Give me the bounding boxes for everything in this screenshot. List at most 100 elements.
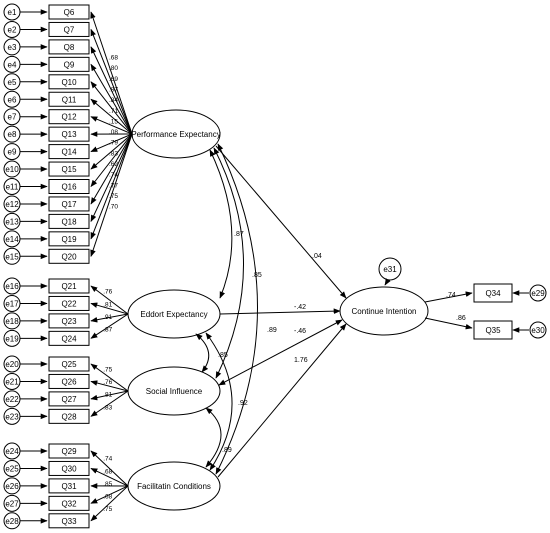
latent-label: Performance Expectancy	[131, 130, 220, 139]
indicator-box	[48, 330, 90, 346]
error-label: e9	[8, 148, 17, 157]
error-label: e16	[5, 282, 19, 291]
indicator-box	[48, 478, 90, 494]
corr-value: .92	[238, 400, 248, 407]
loading-q34: .74	[446, 292, 456, 299]
indicator-box	[48, 460, 90, 476]
error-term	[3, 38, 21, 56]
indicator-box	[48, 21, 90, 37]
indicator-label: Q15	[61, 165, 77, 174]
indicator-box	[48, 91, 90, 107]
error-label: e22	[5, 395, 19, 404]
indicator-label: Q35	[485, 326, 501, 335]
path-pe-ci	[215, 145, 347, 299]
indicator-label: Q9	[64, 60, 75, 69]
error-label: e3	[8, 43, 17, 52]
disturbance-e31: e31	[378, 257, 402, 281]
loading-value: .83	[103, 404, 112, 411]
error-label: e12	[5, 200, 19, 209]
error-label: e24	[5, 447, 19, 456]
indicator-box	[48, 179, 90, 194]
indicator-label: Q10	[61, 78, 77, 87]
error-term	[3, 20, 21, 38]
corr-value: .87	[234, 231, 244, 238]
corr-value: .89	[222, 447, 232, 454]
loading-value: .75	[109, 193, 118, 200]
error-label: e23	[5, 412, 19, 421]
indicator-label: Q24	[61, 334, 77, 343]
indicator-label: Q29	[61, 447, 77, 456]
indicator-label: Q26	[61, 377, 77, 386]
error-term	[3, 230, 21, 248]
loading-value: .83	[109, 150, 118, 157]
indicator-box	[48, 4, 90, 20]
loading-value: .68	[103, 494, 112, 501]
error-term	[3, 407, 21, 425]
loading-value: .80	[109, 65, 118, 72]
error-e29: e29	[529, 284, 547, 302]
loading-value: .68	[103, 468, 112, 475]
indicator-label: Q32	[61, 499, 77, 508]
loading-arrow	[90, 46, 133, 135]
loading-value: .79	[109, 140, 118, 147]
error-label: e21	[5, 377, 19, 386]
indicator-label: Q21	[61, 282, 77, 291]
error-label: e27	[5, 499, 19, 508]
error-label: e13	[5, 217, 19, 226]
corr-si-fc	[205, 407, 222, 468]
indicator-label: Q34	[485, 289, 501, 298]
corr-value: .85	[218, 352, 228, 359]
indicator-label: Q6	[64, 8, 75, 17]
error-label: e8	[8, 130, 17, 139]
loading-arrow	[90, 98, 133, 135]
error-label: e2	[8, 25, 17, 34]
error-e30: e30	[529, 321, 547, 339]
error-label: e31	[383, 265, 397, 274]
loading-arrow	[90, 133, 133, 188]
indicator-label: Q22	[61, 299, 77, 308]
latent-label: Eddort Expectancy	[140, 310, 207, 319]
loading-value: .70	[109, 204, 118, 211]
loading-value: .81	[103, 392, 112, 399]
loading-value: .74	[109, 172, 118, 179]
error-term	[3, 372, 21, 390]
error-label: e28	[5, 517, 19, 526]
error-term	[3, 108, 21, 126]
indicator-box	[48, 278, 90, 294]
corr-pe-si	[213, 147, 244, 379]
indicator-box	[48, 231, 90, 247]
latent-label: Continue Intention	[352, 307, 417, 316]
loading-arrow	[90, 133, 133, 223]
error-label: e19	[5, 334, 19, 343]
error-label: e7	[8, 113, 17, 122]
loading-value: .75	[103, 366, 112, 373]
error-label: e14	[5, 235, 19, 244]
indicator-box	[48, 248, 90, 264]
error-term	[3, 90, 21, 108]
indicator-box	[48, 513, 90, 529]
loading-arrow	[90, 380, 129, 392]
latent-performance-expectancy: Performance Expectancy	[131, 109, 221, 159]
latent-facilitating-conditions: Facilitatin Conditions	[127, 461, 221, 511]
error-term	[3, 494, 21, 512]
corr-ee-fc	[205, 332, 233, 471]
corr-value: .85	[252, 272, 262, 279]
loading-value: .76	[103, 379, 112, 386]
latent-continue-intention: Continue Intention	[339, 286, 429, 336]
loading-arrow	[90, 285, 129, 315]
loading-value: .15	[109, 118, 118, 125]
loading-value: .85	[103, 481, 112, 488]
error-term	[3, 195, 21, 213]
corr-ee-si	[195, 333, 210, 373]
indicator-box	[48, 161, 90, 177]
indicator-label: Q31	[61, 482, 77, 491]
latent-label: Facilitatin Conditions	[137, 482, 211, 491]
error-term	[3, 442, 21, 460]
indicator-label: Q14	[61, 148, 77, 157]
indicator-box	[48, 391, 90, 407]
loading-value: .84	[109, 97, 118, 104]
loading-value: .81	[103, 301, 112, 308]
error-term	[3, 212, 21, 230]
loading-arrow	[90, 363, 129, 392]
